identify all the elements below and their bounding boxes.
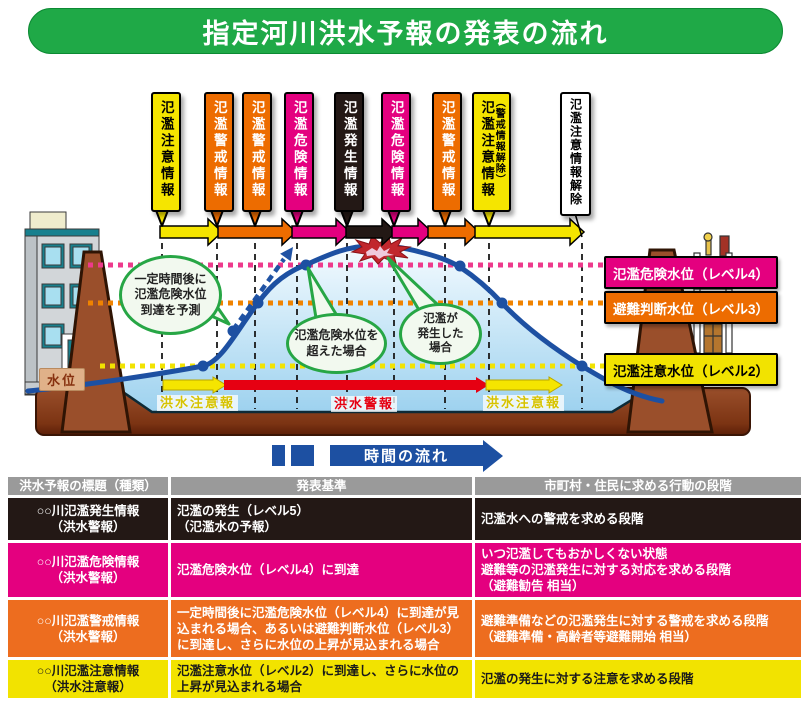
table-cell-title: ○○川氾濫注意情報 （洪水注意報） bbox=[8, 660, 168, 698]
table-cell-criteria: 一定時間後に氾濫危険水位（レベル4）に到達が見込まれる場合、あるいは避難判断水位… bbox=[171, 600, 472, 657]
flood-forecast-table: 洪水予報の標題（種類） 発表基準 市町村・住民に求める行動の段階 ○○川氾濫発生… bbox=[8, 477, 801, 698]
banner-flood-advisory-1: 氾濫注意情報 bbox=[151, 92, 181, 212]
banner-label: 氾濫危険情報 bbox=[388, 100, 404, 199]
table-cell-criteria: 氾濫の発生（レベル5） （氾濫水の予報） bbox=[171, 498, 472, 540]
banner-label: 氾濫警戒情報 bbox=[249, 100, 265, 199]
timeline-square-small bbox=[272, 445, 285, 466]
banner-label: 氾濫危険情報 bbox=[291, 100, 307, 199]
table-header-criteria: 発表基準 bbox=[171, 477, 472, 495]
phase-flood-advisory-right: 洪水注意報 bbox=[483, 395, 565, 411]
level4-label: 氾濫危険水位（レベル4） bbox=[604, 256, 778, 289]
table-cell-criteria: 氾濫注意水位（レベル2）に到達し、さらに水位の上昇が見込まれる場合 bbox=[171, 660, 472, 698]
banner-flood-danger-2: 氾濫危険情報 bbox=[381, 92, 411, 212]
banner-flood-occurrence: 氾濫発生情報 bbox=[334, 92, 364, 212]
table-cell-action: いつ氾濫してもおかしくない状態 避難等の氾濫発生に対する対応を求める段階 （避難… bbox=[475, 543, 801, 597]
water-level-tag: 水位 bbox=[39, 368, 86, 391]
table-cell-title: ○○川氾濫警戒情報 （洪水警報） bbox=[8, 600, 168, 657]
table-cell-criteria: 氾濫危険水位（レベル4）に到達 bbox=[171, 543, 472, 597]
timeline-arrowhead-icon bbox=[483, 440, 503, 472]
exceed-danger-level-bubble: 氾濫危険水位を 超えた場合 bbox=[286, 313, 387, 374]
flood-occurred-bubble: 氾濫が 発生した 場合 bbox=[399, 303, 482, 365]
timeline-arrow: 時間の流れ bbox=[330, 445, 483, 466]
banner-flood-danger-1: 氾濫危険情報 bbox=[284, 92, 314, 212]
banner-flood-alert-3: 氾濫警戒情報 bbox=[432, 92, 462, 212]
level2-label: 氾濫注意水位（レベル2） bbox=[604, 353, 778, 386]
banner-label: 氾濫警戒情報 bbox=[439, 100, 455, 199]
table-cell-action: 氾濫の発生に対する注意を求める段階 bbox=[475, 660, 801, 698]
banner-advisory-cancelled: 氾濫注意情報解除 bbox=[560, 92, 591, 216]
banner-label: 氾濫注意情報 bbox=[158, 100, 174, 199]
phase-flood-warning: 洪水警報 bbox=[331, 396, 398, 412]
banner-sub-label: （警戒情報解除） bbox=[493, 97, 505, 185]
table-cell-title: ○○川氾濫危険情報 （洪水警報） bbox=[8, 543, 168, 597]
level3-label: 避難判断水位（レベル3） bbox=[604, 291, 778, 324]
prediction-bubble: 一定時間後に 氾濫危険水位 到達を予測 bbox=[119, 255, 222, 335]
phase-flood-advisory-left: 洪水注意報 bbox=[157, 395, 239, 411]
table-header-action: 市町村・住民に求める行動の段階 bbox=[475, 477, 801, 495]
banner-flood-alert-2: 氾濫警戒情報 bbox=[242, 92, 272, 212]
banner-flood-alert-1: 氾濫警戒情報 bbox=[204, 92, 234, 212]
page-title: 指定河川洪水予報の発表の流れ bbox=[28, 8, 783, 54]
timeline-square-large bbox=[291, 445, 314, 466]
banner-label: 氾濫注意情報解除 bbox=[568, 98, 583, 206]
table-cell-title: ○○川氾濫発生情報 （洪水警報） bbox=[8, 498, 168, 540]
banner-flood-advisory-cancel-alert: 氾濫注意情報 （警戒情報解除） bbox=[472, 92, 511, 212]
banner-label: 氾濫発生情報 bbox=[341, 100, 357, 199]
banner-label: 氾濫注意情報 bbox=[479, 100, 495, 199]
table-cell-action: 避難準備などの氾濫発生に対する警戒を求める段階 （避難準備・高齢者等避難開始 相… bbox=[475, 600, 801, 657]
table-header-type: 洪水予報の標題（種類） bbox=[8, 477, 168, 495]
table-cell-action: 氾濫水への警戒を求める段階 bbox=[475, 498, 801, 540]
banner-label: 氾濫警戒情報 bbox=[211, 100, 227, 199]
